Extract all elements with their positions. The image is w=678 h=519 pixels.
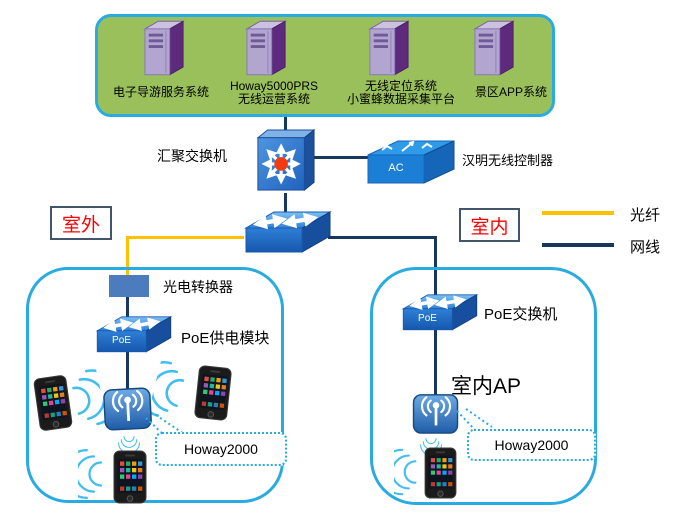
poe-module-label: PoE供电模块 (181, 330, 270, 347)
server-label-positioning: 无线定位系统小蜜蜂数据采集平台 (346, 79, 455, 106)
poe-module-badge: PoE (112, 335, 131, 346)
server-label-tour-guide: 电子导游服务系统 (112, 85, 209, 99)
cable-line-core-to-ac (312, 156, 368, 159)
ac-badge: AC (388, 162, 404, 174)
server-icon-positioning (368, 16, 410, 80)
cable-line-switch-to-indoor (328, 236, 437, 239)
outdoor-tag: 室外 (50, 206, 112, 240)
phone-icon-outdoor-left (32, 374, 73, 432)
media-converter-icon (109, 275, 149, 297)
poe-switch-badge: PoE (418, 313, 437, 324)
media-converter-label: 光电转换器 (163, 279, 233, 295)
legend-label-cable: 网线 (630, 239, 661, 256)
ac-controller-label: 汉明无线控制器 (462, 153, 554, 168)
cable-line-servers-to-core (284, 116, 287, 132)
legend-label-fiber: 光纤 (630, 207, 661, 224)
server-icon-tour-guide (143, 16, 185, 80)
fiber-line-vertical (126, 236, 129, 276)
indoor-ap-title: 室内AP (451, 375, 522, 398)
distribution-switch-icon (240, 210, 336, 266)
wifi-arcs-indoor-phone (394, 446, 422, 498)
phone-icon-indoor (424, 447, 457, 499)
outdoor-zone (26, 267, 284, 503)
indoor-tag: 室内 (459, 208, 520, 242)
cable-line-core-to-switch (284, 193, 287, 221)
poe-switch-label: PoE交换机 (484, 306, 558, 323)
fiber-line-horizontal (126, 236, 244, 239)
server-label-app-system: 景区APP系统 (474, 85, 547, 99)
aggregation-switch-icon (254, 126, 316, 196)
aggregation-switch-label: 汇聚交换机 (157, 148, 227, 164)
server-icon-howay5000prs (245, 16, 287, 80)
indoor-zone (370, 267, 597, 505)
legend-line-fiber (542, 211, 614, 215)
callout-tail-indoor (456, 408, 493, 432)
callout-indoor: Howay2000 (467, 429, 596, 461)
legend-line-cable (542, 243, 614, 247)
phone-icon-outdoor-bottom (113, 450, 147, 504)
server-icon-app-system (473, 16, 515, 80)
wifi-arcs-bottom-phone (78, 446, 108, 502)
callout-outdoor: Howay2000 (155, 432, 287, 466)
phone-icon-outdoor-right (193, 364, 232, 421)
